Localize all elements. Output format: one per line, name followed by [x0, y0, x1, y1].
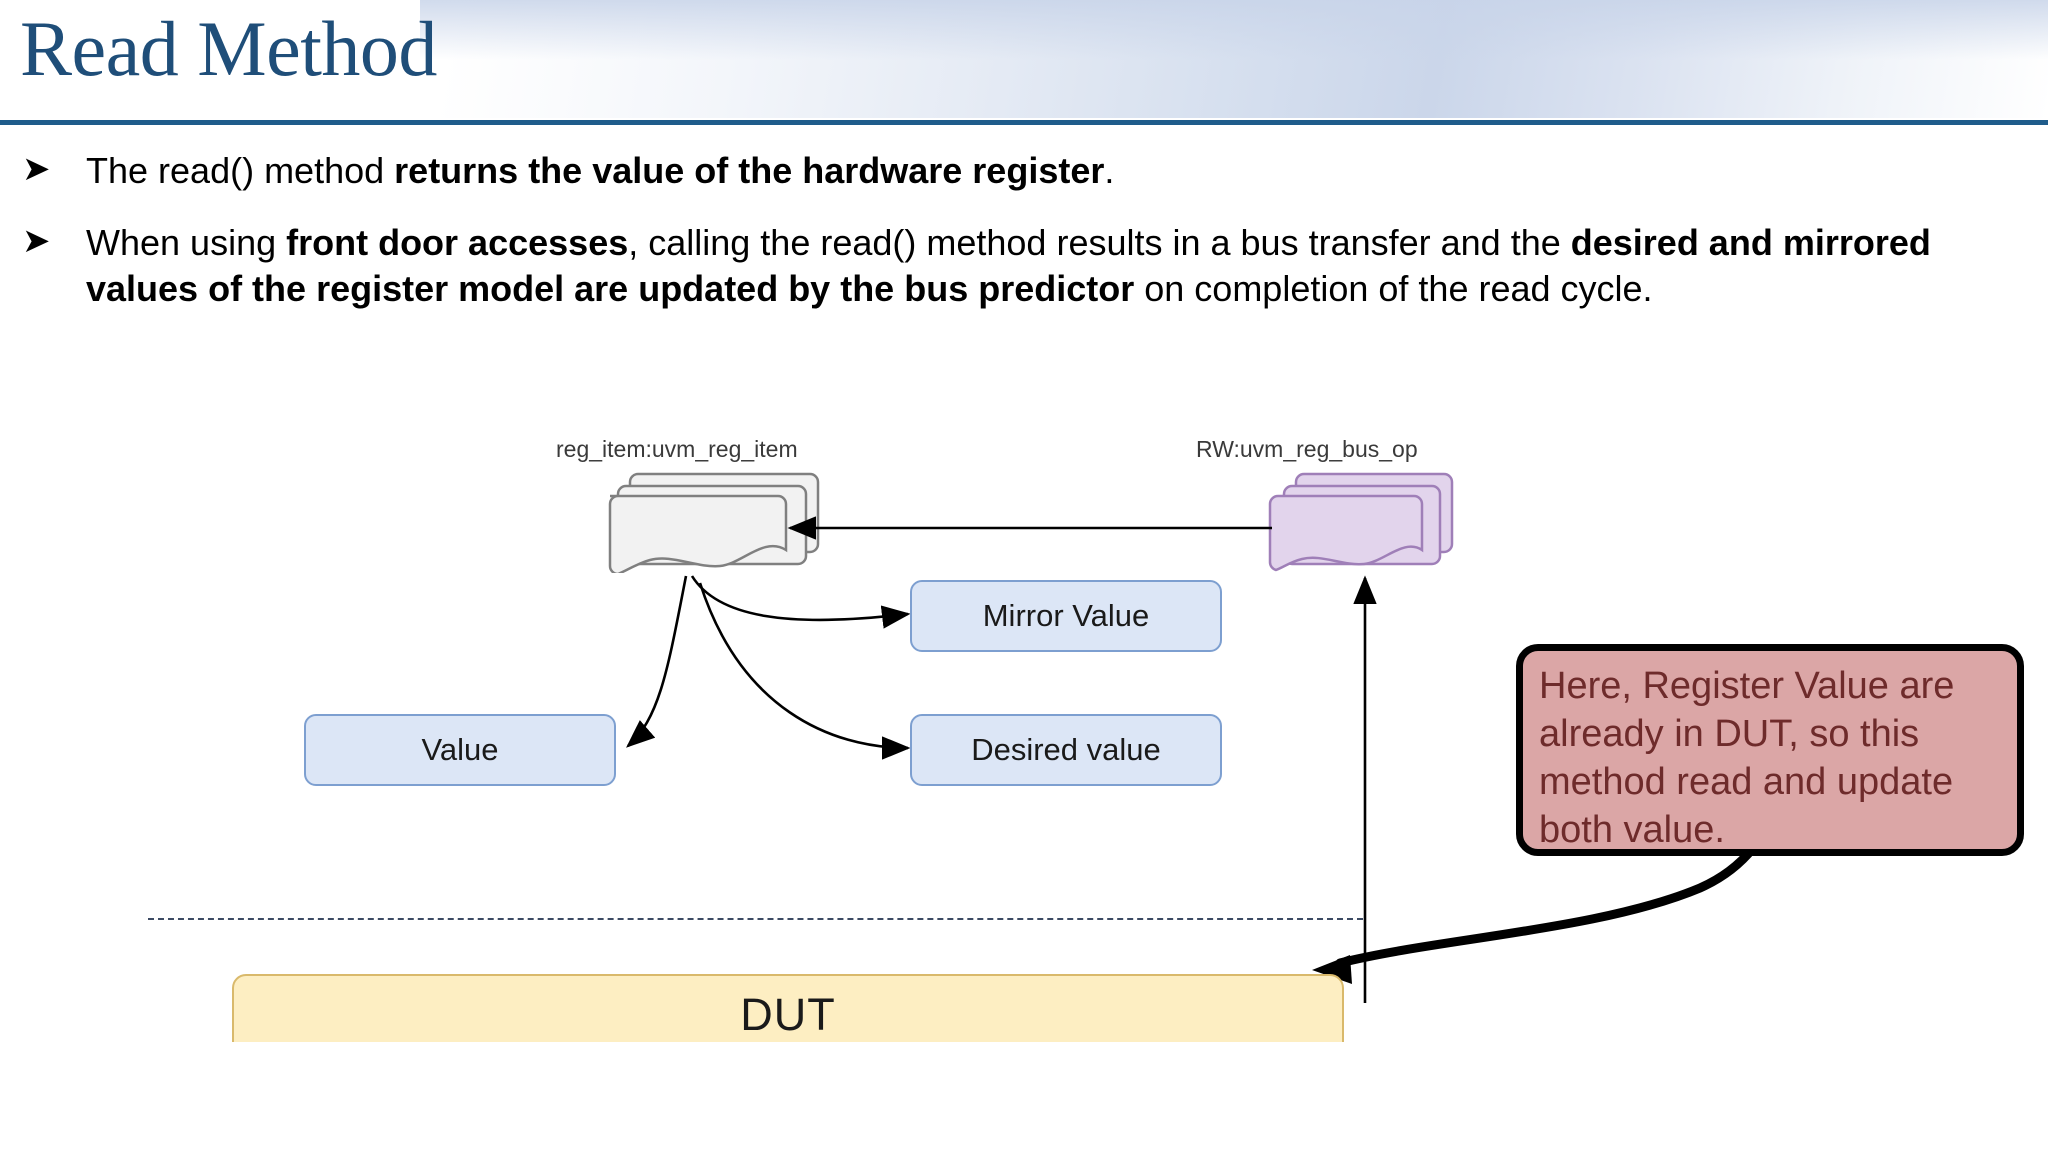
- rw-bus-op-document-stack: [1268, 468, 1458, 573]
- callout-note: Here, Register Value are already in DUT,…: [1516, 644, 2024, 856]
- bullet-text: When using front door accesses, calling …: [86, 222, 1931, 310]
- reg-item-document-stack: [596, 468, 826, 576]
- bullet-list: ➤ The read() method returns the value of…: [0, 148, 2020, 338]
- bullet-text: The read() method returns the value of t…: [86, 150, 1115, 191]
- bullet-item: ➤ The read() method returns the value of…: [0, 148, 2020, 194]
- arrow-bullet-icon: ➤: [22, 221, 51, 262]
- uvm-read-flow-diagram: reg_item:uvm_reg_item RW:uvm_reg_bus_op: [0, 418, 2048, 1058]
- slide-footer: eInfochips The Solutions People: [0, 1042, 2048, 1152]
- label-rw-bus-op: RW:uvm_reg_bus_op: [1196, 436, 1418, 462]
- title-underline-rule: [0, 120, 2048, 125]
- label-reg-item: reg_item:uvm_reg_item: [556, 436, 798, 462]
- arrow-bullet-icon: ➤: [22, 149, 51, 189]
- box-mirror-value[interactable]: Mirror Value: [910, 580, 1222, 652]
- box-desired-value[interactable]: Desired value: [910, 714, 1222, 786]
- header-gradient-overlay: [420, 0, 2048, 60]
- hardware-boundary-separator: [148, 918, 1363, 920]
- box-value[interactable]: Value: [304, 714, 616, 786]
- page-title: Read Method: [20, 5, 437, 92]
- bullet-item: ➤ When using front door accesses, callin…: [0, 220, 2020, 312]
